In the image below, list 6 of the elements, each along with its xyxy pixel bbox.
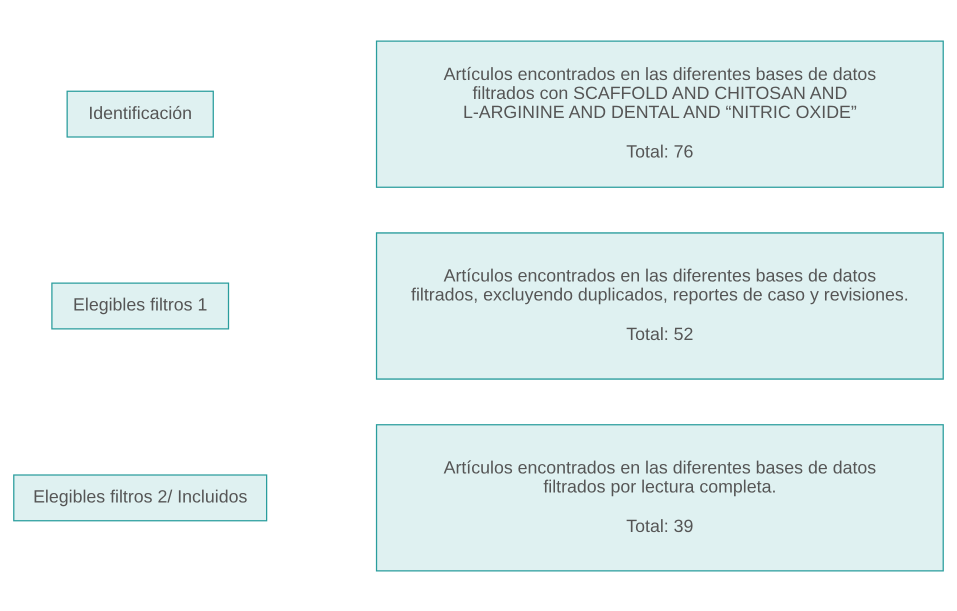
node-box: Elegibles filtros 2/ Incluidos bbox=[13, 474, 268, 521]
node-box: Identificación bbox=[66, 90, 214, 138]
node-box: Artículos encontrados en las diferentes bases de datos filtrados por lectura completa. Total: 39 bbox=[376, 424, 944, 572]
node-box: Artículos encontrados en las diferentes bases de datos filtrados con SCAFFOLD AND CHITOSAN AND L-ARGININE AND DENTAL AND “NITRIC OXIDE” Total: 76 bbox=[376, 40, 944, 188]
node-box: Artículos encontrados en las diferentes bases de datos filtrados, excluyendo duplicados, reportes de caso y revisiones. Total: 52 bbox=[376, 232, 944, 380]
node-box: Elegibles filtros 1 bbox=[51, 282, 230, 329]
